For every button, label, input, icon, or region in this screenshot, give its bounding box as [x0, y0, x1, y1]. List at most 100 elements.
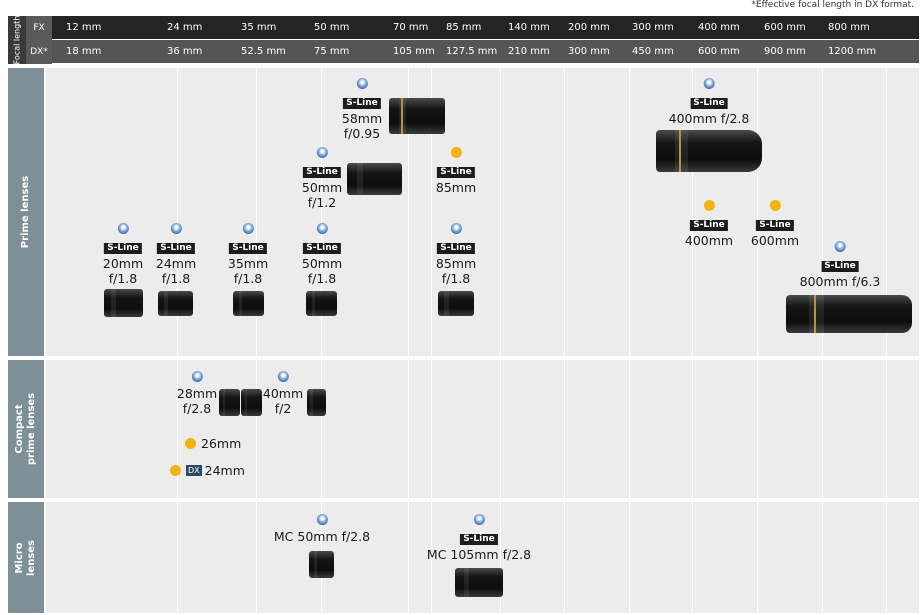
- lens-label: 26mm: [201, 436, 242, 451]
- lens-50mm-f12-image: [347, 163, 402, 195]
- lens-label: MC 50mm f/2.8: [273, 529, 371, 544]
- s-line-dot-icon: [834, 241, 846, 252]
- lens-label: 85mm f/1.8: [435, 256, 477, 286]
- grid-line: [886, 68, 887, 356]
- grid-line: [692, 68, 693, 356]
- grid-line: [177, 68, 178, 356]
- fx-tick: 800 mm: [828, 22, 870, 33]
- lens-58mm[interactable]: S-Line 58mm f/0.95: [342, 78, 382, 141]
- dx-tick: 36 mm: [167, 46, 203, 57]
- lens-85mm-planned[interactable]: S-Line 85mm: [436, 147, 476, 195]
- lens-label: 28mm f/2.8: [176, 386, 218, 416]
- lens-24mm[interactable]: S-Line 24mm f/1.8: [156, 223, 196, 286]
- grid-line: [629, 360, 630, 498]
- lens-400mm-f28-image: [656, 130, 762, 172]
- grid-line: [500, 68, 501, 356]
- lens-40mm-compact[interactable]: 40mm f/2: [263, 371, 303, 416]
- grid-line: [822, 360, 823, 498]
- dx-badge: DX: [186, 465, 202, 476]
- fx-tick: 50 mm: [314, 22, 350, 33]
- lens-800mm[interactable]: S-Line 800mm f/6.3: [799, 241, 881, 289]
- dx-tick: 900 mm: [764, 46, 806, 57]
- grid-line: [692, 360, 693, 498]
- lens-label: 24mm f/1.8: [155, 256, 197, 286]
- grid-line: [564, 68, 565, 356]
- fx-tick: 35 mm: [241, 22, 277, 33]
- s-line-dot-icon: [316, 147, 328, 158]
- grid-line: [256, 68, 257, 356]
- s-line-badge: S-Line: [756, 220, 794, 231]
- grid-line: [886, 502, 887, 613]
- lens-600mm-planned[interactable]: S-Line 600mm: [751, 200, 799, 248]
- lens-mc-105mm[interactable]: S-Line MC 105mm f/2.8: [427, 514, 531, 562]
- section-compact: Compact prime lenses: [8, 360, 44, 498]
- lens-28mm-image-b: [241, 389, 262, 416]
- s-line-dot-icon: [356, 78, 368, 89]
- grid-line: [408, 68, 409, 356]
- lens-label: 400mm f/2.8: [668, 111, 750, 126]
- s-line-badge: S-Line: [157, 243, 195, 254]
- dx-tick: 300 mm: [568, 46, 610, 57]
- fx-tick: 70 mm: [393, 22, 429, 33]
- lens-40mm-image: [307, 389, 326, 416]
- s-line-badge: S-Line: [821, 261, 859, 272]
- s-line-badge: S-Line: [303, 167, 341, 178]
- grid-line: [431, 360, 432, 498]
- s-line-dot-icon: [170, 223, 182, 234]
- dx-tick: 450 mm: [632, 46, 674, 57]
- fx-tick: 600 mm: [764, 22, 806, 33]
- grid-line: [408, 360, 409, 498]
- lens-85mm-f18[interactable]: S-Line 85mm f/1.8: [436, 223, 476, 286]
- lens-28mm-compact[interactable]: 28mm f/2.8: [177, 371, 217, 416]
- lens-800mm-image: [786, 295, 912, 333]
- planned-dot-icon: [769, 200, 781, 211]
- lens-24mm-image: [158, 291, 193, 316]
- grid-line: [564, 360, 565, 498]
- lens-28mm-image-a: [219, 389, 240, 416]
- lens-20mm[interactable]: S-Line 20mm f/1.8: [103, 223, 143, 286]
- lens-mc-50mm-image: [309, 551, 334, 578]
- footnote: *Effective focal length in DX format.: [751, 0, 914, 10]
- grid-line: [177, 360, 178, 498]
- s-line-dot-icon: [703, 78, 715, 89]
- s-line-badge: S-Line: [690, 98, 728, 109]
- lens-mc-105mm-image: [455, 568, 503, 597]
- grid-line: [564, 502, 565, 613]
- lens-58mm-image: [389, 98, 445, 134]
- grid-line: [692, 502, 693, 613]
- lens-dot-icon: [277, 371, 289, 382]
- fx-tick: 85 mm: [446, 22, 482, 33]
- dx-tick: 75 mm: [314, 46, 350, 57]
- lens-35mm-image: [233, 291, 264, 316]
- lens-26mm-planned[interactable]: 26mm: [185, 436, 241, 451]
- lens-35mm[interactable]: S-Line 35mm f/1.8: [228, 223, 268, 286]
- s-line-badge: S-Line: [437, 243, 475, 254]
- section-prime: Prime lenses: [8, 68, 44, 356]
- lens-label: 400mm: [684, 233, 734, 248]
- s-line-dot-icon: [316, 223, 328, 234]
- grid-line: [321, 68, 322, 356]
- lens-label: 600mm: [750, 233, 800, 248]
- fx-tick: 12 mm: [66, 22, 102, 33]
- section-micro-label: Micro lenses: [14, 539, 37, 576]
- fx-tick: 300 mm: [632, 22, 674, 33]
- lens-50mm-f18[interactable]: S-Line 50mm f/1.8: [302, 223, 342, 286]
- grid-line: [500, 360, 501, 498]
- lens-400mm-f28[interactable]: S-Line 400mm f/2.8: [668, 78, 750, 126]
- grid-line: [629, 68, 630, 356]
- lens-mc-50mm[interactable]: MC 50mm f/2.8: [274, 514, 370, 544]
- lens-85mm-f18-image: [438, 291, 474, 316]
- lens-label: 50mm f/1.8: [301, 256, 343, 286]
- lens-400mm-planned[interactable]: S-Line 400mm: [685, 200, 733, 248]
- section-micro: Micro lenses: [8, 502, 44, 613]
- lens-label: 50mm f/1.2: [301, 180, 343, 210]
- lens-label: 800mm f/6.3: [799, 274, 881, 289]
- grid-line: [500, 502, 501, 613]
- lens-50mm-f12[interactable]: S-Line 50mm f/1.2: [302, 147, 342, 210]
- dx-tick: 105 mm: [393, 46, 435, 57]
- grid-line: [321, 360, 322, 498]
- grid-line: [256, 360, 257, 498]
